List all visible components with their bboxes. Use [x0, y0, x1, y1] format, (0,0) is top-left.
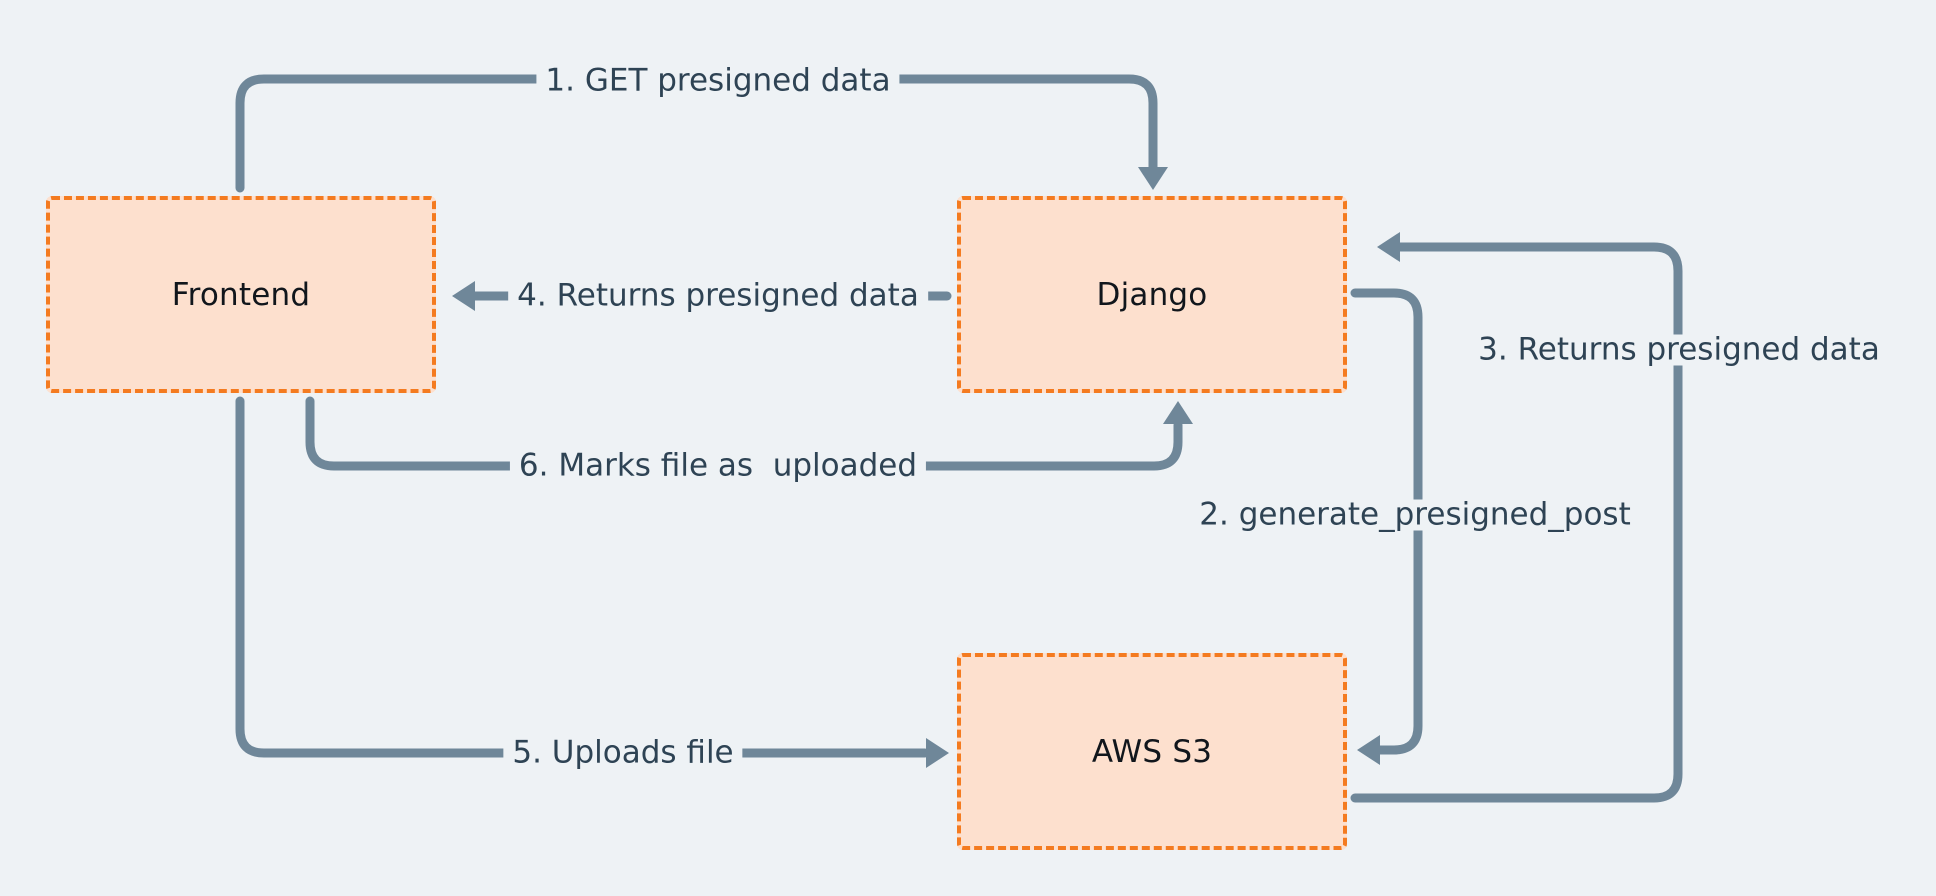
node-frontend[interactable]: Frontend	[46, 196, 436, 393]
node-aws-s3-label: AWS S3	[1091, 733, 1213, 770]
edge-4-arrowhead-icon	[452, 281, 475, 311]
edge-2-arrowhead-icon	[1357, 735, 1380, 765]
edge-5-arrowhead-icon	[926, 738, 949, 768]
edge-1-arrowhead-icon	[1138, 167, 1168, 190]
edge-6-arrowhead-icon	[1163, 401, 1193, 424]
edge-label-6-marks-file-as-uploaded: 6. Marks file as uploaded	[509, 450, 927, 482]
edge-label-3-returns-presigned-data: 3. Returns presigned data	[1469, 334, 1889, 366]
edge-label-4-returns-presigned-data: 4. Returns presigned data	[508, 280, 928, 312]
edge-3-arrowhead-icon	[1377, 232, 1400, 262]
node-frontend-label: Frontend	[171, 276, 311, 313]
edge-3-line	[1350, 242, 1683, 803]
edge-label-5-uploads-file: 5. Uploads file	[503, 737, 743, 769]
node-aws-s3[interactable]: AWS S3	[957, 653, 1347, 850]
edge-label-1-get-presigned-data: 1. GET presigned data	[536, 65, 900, 97]
edge-5-line	[235, 396, 930, 758]
node-django-label: Django	[1096, 276, 1208, 313]
edge-arrowhead-group	[452, 167, 1400, 768]
node-django[interactable]: Django	[957, 196, 1347, 393]
edge-label-2-generate-presigned-post: 2. generate_presigned_post	[1190, 499, 1640, 531]
